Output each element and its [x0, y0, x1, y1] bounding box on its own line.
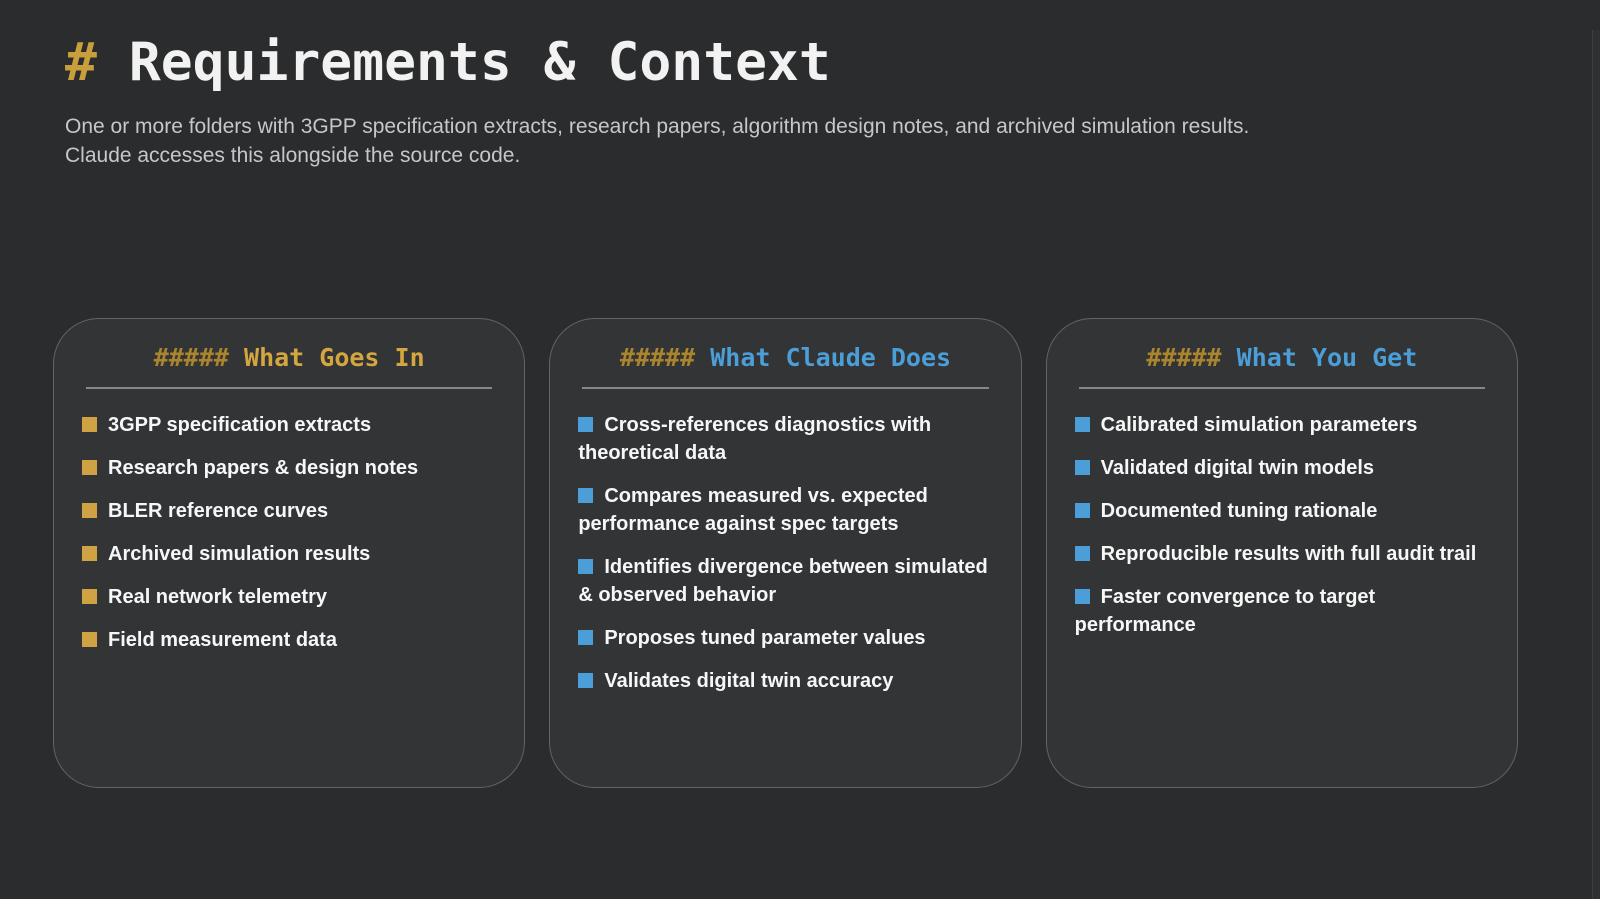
list-item-text: Calibrated simulation parameters	[1100, 414, 1418, 436]
square-bullet-icon	[82, 417, 97, 432]
list-item: BLER reference curves	[82, 497, 496, 525]
list-item: Reproducible results with full audit tra…	[1074, 540, 1489, 568]
square-bullet-icon	[82, 503, 97, 518]
list-item-text: Archived simulation results	[108, 543, 371, 565]
markdown-h1-marker-icon: #	[65, 32, 97, 93]
square-bullet-icon	[82, 460, 97, 475]
markdown-h5-marker-icon: #####	[1146, 343, 1222, 372]
list-item: Real network telemetry	[82, 583, 496, 611]
card-divider	[1078, 387, 1485, 389]
card-heading-text: What Claude Does	[710, 343, 952, 372]
page-title-text: Requirements & Context	[128, 32, 831, 93]
scrollbar-track[interactable]	[1592, 30, 1600, 899]
list-item-text: Validated digital twin models	[1100, 457, 1375, 479]
subtitle-line-1: One or more folders with 3GPP specificat…	[65, 115, 1250, 138]
slide-header: # Requirements & Context One or more fol…	[65, 30, 1540, 170]
list-item: Field measurement data	[82, 626, 496, 654]
square-bullet-icon	[1074, 503, 1090, 518]
square-bullet-icon	[82, 546, 97, 561]
square-bullet-icon	[578, 673, 594, 688]
square-bullet-icon	[578, 417, 594, 432]
card-heading-spacer	[229, 343, 244, 372]
card-heading-spacer	[1222, 343, 1237, 372]
list-item: Documented tuning rationale	[1074, 497, 1489, 525]
square-bullet-icon	[578, 559, 594, 574]
list-item: 3GPP specification extracts	[82, 411, 496, 439]
card-heading: ##### What Goes In	[82, 341, 496, 375]
list-item: Validated digital twin models	[1074, 454, 1489, 482]
list-item-text: Research papers & design notes	[108, 457, 419, 479]
list-item: Calibrated simulation parameters	[1074, 411, 1489, 439]
card-heading: ##### What You Get	[1075, 341, 1489, 375]
list-item: Cross-references diagnostics with theore…	[578, 411, 992, 467]
markdown-h5-marker-icon: #####	[153, 343, 229, 372]
card-divider	[582, 387, 989, 389]
card-heading-text: What Goes In	[244, 343, 425, 372]
square-bullet-icon	[578, 630, 594, 645]
list-item: Faster convergence to target performance	[1074, 583, 1489, 639]
list-item-text: Documented tuning rationale	[1100, 500, 1378, 522]
page-title: # Requirements & Context	[65, 30, 1540, 96]
list-item: Archived simulation results	[82, 540, 496, 568]
card-heading-text: What You Get	[1236, 343, 1418, 372]
card-what-goes-in: ##### What Goes In 3GPP specification ex…	[53, 318, 526, 788]
list-item-text: Faster convergence to target performance	[1074, 586, 1376, 636]
subtitle-line-2: Claude accesses this alongside the sourc…	[65, 144, 521, 167]
list-item-text: Compares measured vs. expected performan…	[578, 485, 928, 535]
card-what-you-get: ##### What You Get Calibrated simulation…	[1045, 318, 1518, 788]
markdown-h5-marker-icon: #####	[619, 343, 696, 372]
card-what-claude-does: ##### What Claude Does Cross-references …	[549, 318, 1022, 788]
square-bullet-icon	[578, 488, 594, 503]
square-bullet-icon	[82, 589, 97, 604]
list-item-text: 3GPP specification extracts	[108, 414, 372, 436]
list-item: Proposes tuned parameter values	[578, 624, 992, 652]
list-item-text: Identifies divergence between simulated …	[578, 556, 988, 606]
square-bullet-icon	[82, 632, 97, 647]
card-heading-spacer	[695, 343, 710, 372]
list-item-text: Proposes tuned parameter values	[604, 627, 926, 649]
list-item-text: Validates digital twin accuracy	[604, 670, 894, 692]
list-item-text: BLER reference curves	[108, 500, 329, 522]
list-item: Identifies divergence between simulated …	[578, 553, 992, 609]
card-divider	[86, 387, 493, 389]
square-bullet-icon	[1074, 589, 1090, 604]
square-bullet-icon	[1074, 546, 1090, 561]
list-item-text: Real network telemetry	[108, 586, 327, 608]
square-bullet-icon	[1074, 417, 1090, 432]
list-item: Research papers & design notes	[82, 454, 496, 482]
page-title-spacer	[97, 32, 129, 93]
card-heading: ##### What Claude Does	[578, 341, 992, 375]
list-item-text: Field measurement data	[108, 629, 337, 651]
slide: # Requirements & Context One or more fol…	[0, 30, 1600, 899]
cards-row: ##### What Goes In 3GPP specification ex…	[53, 318, 1518, 788]
square-bullet-icon	[1074, 460, 1090, 475]
list-item-text: Reproducible results with full audit tra…	[1100, 543, 1477, 565]
list-item: Compares measured vs. expected performan…	[578, 482, 992, 538]
list-item-text: Cross-references diagnostics with theore…	[578, 414, 932, 464]
card-item-list: Cross-references diagnostics with theore…	[578, 411, 992, 695]
page-subtitle: One or more folders with 3GPP specificat…	[65, 112, 1540, 170]
list-item: Validates digital twin accuracy	[578, 667, 992, 695]
